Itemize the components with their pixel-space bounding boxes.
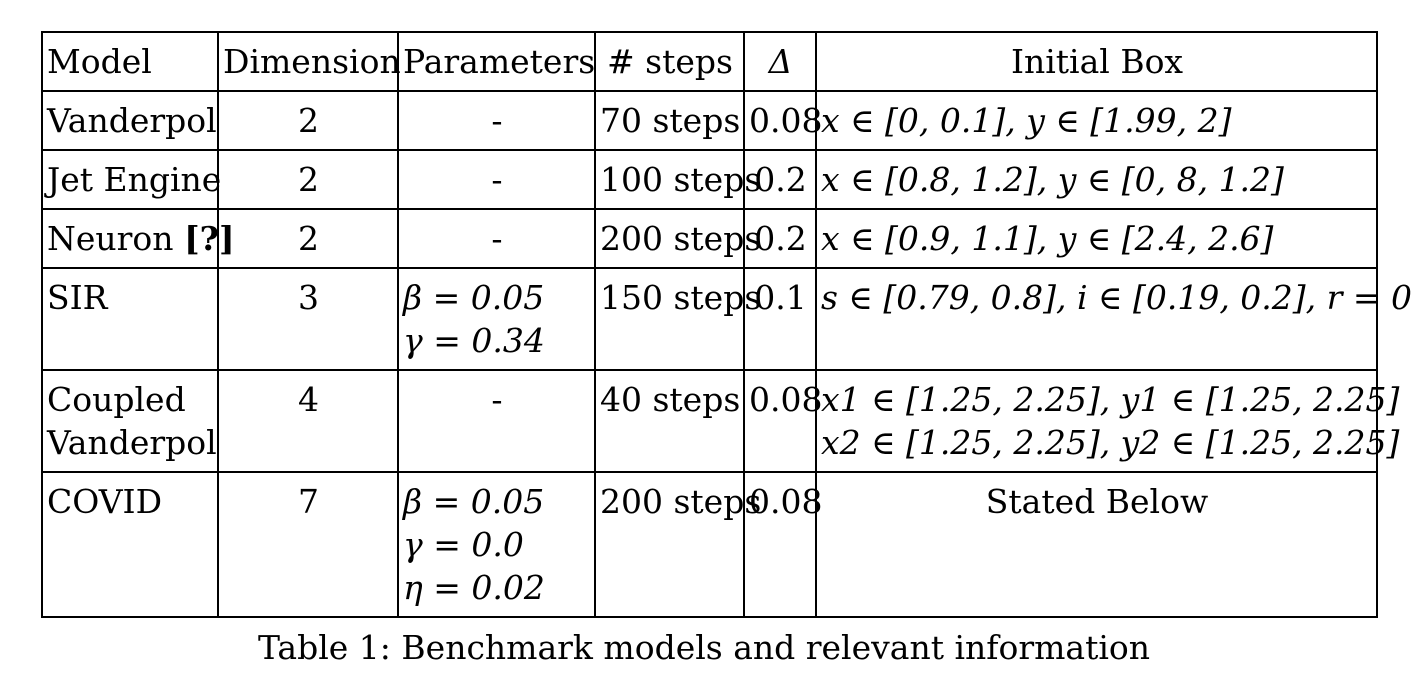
initial-box-value: Stated Below: [985, 482, 1209, 521]
model-name: Jet Engine: [47, 160, 222, 199]
parameter-value: η = 0.02: [403, 568, 545, 607]
delta-cell: 0.08: [743, 369, 822, 473]
parameters-cell: β = 0.05 γ = 0.0 η = 0.02: [397, 471, 596, 618]
model-cell: COVID: [41, 471, 219, 618]
model-cell: Vanderpol: [41, 90, 219, 151]
parameter-value: β = 0.05: [403, 482, 545, 521]
model-name: Vanderpol: [47, 101, 217, 140]
steps-cell: 40 steps: [594, 369, 745, 473]
parameter-value: -: [491, 101, 503, 140]
header-dimension: Dimension: [217, 31, 401, 92]
initial-box-cell: x1 ∈ [1.25, 2.25], y1 ∈ [1.25, 2.25] x2 ∈…: [815, 369, 1400, 473]
steps-cell: 200 steps: [594, 471, 761, 618]
parameter-value: β = 0.05: [403, 278, 545, 317]
delta-cell: 0.2: [743, 208, 817, 269]
dimension-cell: 4: [217, 369, 399, 473]
initial-box-value: x ∈ [0.9, 1.1], y ∈ [2.4, 2.6]: [821, 219, 1274, 258]
parameters-cell: -: [397, 208, 596, 269]
parameters-cell: β = 0.05 γ = 0.34: [397, 267, 596, 371]
header-delta: Δ: [743, 31, 817, 92]
delta-cell: 0.1: [743, 267, 817, 371]
model-cell: Neuron [?]: [41, 208, 235, 269]
model-name: SIR: [47, 278, 108, 317]
parameters-cell: -: [397, 90, 596, 151]
dimension-cell: 2: [217, 208, 399, 269]
dimension-cell: 2: [217, 149, 399, 210]
parameter-value: -: [491, 160, 503, 199]
parameter-value: -: [491, 380, 503, 419]
dimension-cell: 3: [217, 267, 399, 371]
steps-cell: 70 steps: [594, 90, 745, 151]
citation-ref: [?]: [184, 219, 235, 258]
table-header-row: Model Dimension Parameters # steps Δ Ini…: [41, 31, 1378, 92]
delta-cell: 0.2: [743, 149, 817, 210]
initial-box-cell: Stated Below: [815, 471, 1378, 618]
parameter-value: γ = 0.0: [403, 525, 524, 564]
initial-box-value: s ∈ [0.79, 0.8], i ∈ [0.19, 0.2], r = 0: [821, 278, 1412, 317]
initial-box-value: x ∈ [0.8, 1.2], y ∈ [0, 8, 1.2]: [821, 160, 1284, 199]
steps-cell: 150 steps: [594, 267, 761, 371]
header-parameters: Parameters: [397, 31, 596, 92]
initial-box-value: x2 ∈ [1.25, 2.25], y2 ∈ [1.25, 2.25]: [821, 423, 1400, 462]
delta-cell: 0.08: [743, 471, 822, 618]
steps-cell: 100 steps: [594, 149, 761, 210]
model-name: Neuron: [47, 219, 174, 258]
header-steps: # steps: [594, 31, 745, 92]
model-name: Coupled: [47, 380, 186, 419]
dimension-cell: 7: [217, 471, 399, 618]
initial-box-value: x ∈ [0, 0.1], y ∈ [1.99, 2]: [821, 101, 1232, 140]
table-caption: Table 1: Benchmark models and relevant i…: [257, 628, 1151, 667]
model-name: Vanderpol: [47, 423, 217, 462]
parameters-cell: -: [397, 149, 596, 210]
initial-box-value: x1 ∈ [1.25, 2.25], y1 ∈ [1.25, 2.25]: [821, 380, 1400, 419]
initial-box-cell: x ∈ [0.8, 1.2], y ∈ [0, 8, 1.2]: [815, 149, 1378, 210]
model-cell: SIR: [41, 267, 219, 371]
model-cell: Jet Engine: [41, 149, 222, 210]
header-initial-box: Initial Box: [815, 31, 1378, 92]
parameters-cell: -: [397, 369, 596, 473]
dimension-cell: 2: [217, 90, 399, 151]
initial-box-cell: x ∈ [0, 0.1], y ∈ [1.99, 2]: [815, 90, 1378, 151]
initial-box-cell: s ∈ [0.79, 0.8], i ∈ [0.19, 0.2], r = 0: [815, 267, 1412, 371]
parameter-value: γ = 0.34: [403, 321, 545, 360]
header-model: Model: [41, 31, 219, 92]
delta-cell: 0.08: [743, 90, 822, 151]
initial-box-cell: x ∈ [0.9, 1.1], y ∈ [2.4, 2.6]: [815, 208, 1378, 269]
steps-cell: 200 steps: [594, 208, 761, 269]
benchmark-table: Model Dimension Parameters # steps Δ Ini…: [41, 31, 1412, 618]
model-name: COVID: [47, 482, 163, 521]
parameter-value: -: [491, 219, 503, 258]
